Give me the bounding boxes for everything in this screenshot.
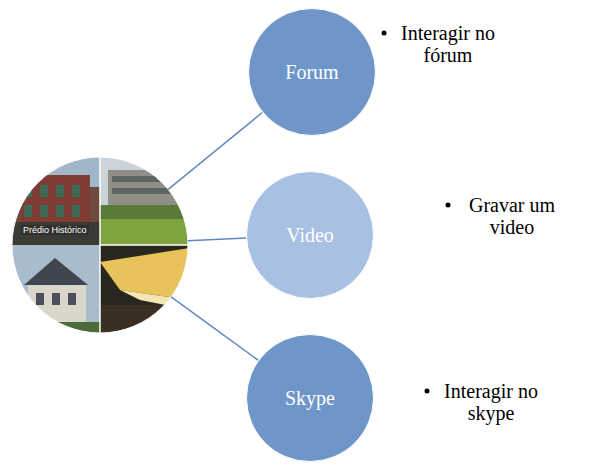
bullet <box>446 203 451 208</box>
topic-circle: Skype <box>246 334 374 462</box>
bullet-text: Interagir no skype <box>433 380 549 424</box>
node-label: Skype <box>285 387 335 410</box>
topic-circle: Video <box>246 171 374 299</box>
connector-line <box>171 297 258 360</box>
bullet <box>425 389 430 394</box>
photo-circle: Prédio Histórico <box>12 157 188 333</box>
connector-line <box>188 238 246 241</box>
bullet-text: Interagir no fórum <box>390 22 506 66</box>
bullet-text: Gravar um video <box>454 194 570 238</box>
connector-line <box>168 112 262 189</box>
node-label: Video <box>286 224 334 247</box>
topic-circle: Forum <box>248 8 376 136</box>
bullet <box>382 31 387 36</box>
node-label: Forum <box>285 61 338 84</box>
photo-caption: Prédio Histórico <box>21 225 89 235</box>
